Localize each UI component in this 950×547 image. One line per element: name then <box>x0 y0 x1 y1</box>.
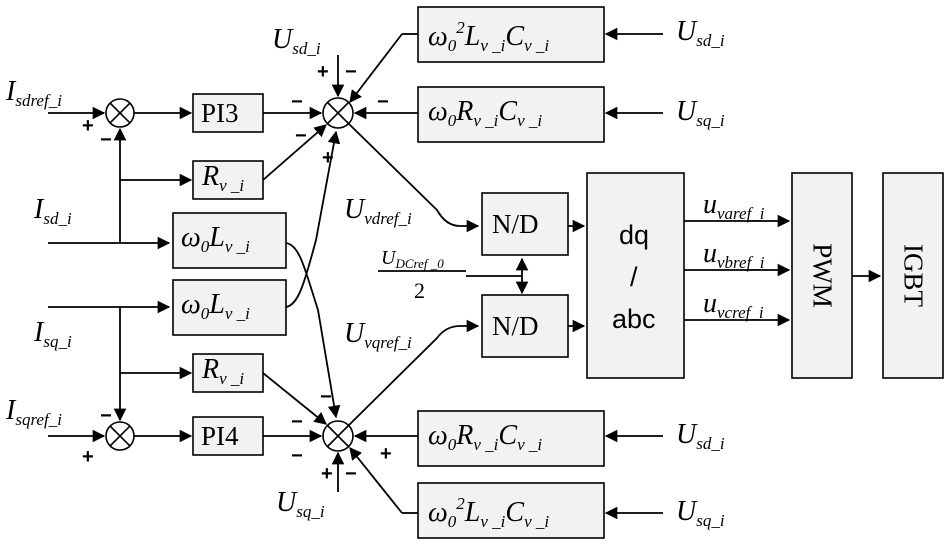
dq-abc-line2: / <box>630 262 638 292</box>
label-uvcref: uvcref_i <box>703 288 764 322</box>
sign-top-minus1: − <box>345 61 357 83</box>
sign-top-plus1: + <box>317 61 329 83</box>
label-usd-right-top: Usd_i <box>676 16 725 50</box>
dq-abc-line3: abc <box>612 304 656 334</box>
pwm-label: PWM <box>807 243 838 308</box>
label-uvqref: Uvqref_i <box>344 318 412 352</box>
block-pwm <box>791 172 853 379</box>
nd-bottom-label: N/D <box>492 311 539 341</box>
block-dq-abc <box>586 172 685 379</box>
block-w0sq-lc-bottom <box>417 482 605 539</box>
sign-bottom-minus3: − <box>291 445 303 467</box>
label-isqref: Isqref_i <box>6 395 62 429</box>
label-uvaref: uvaref_i <box>703 189 765 223</box>
w0lv-bottom-label: ω0Lv _i <box>181 289 250 323</box>
dq-abc-line1: dq <box>619 220 650 250</box>
block-pi3 <box>192 93 264 133</box>
block-w0rc-top <box>417 86 605 143</box>
igbt-label: IGBT <box>898 244 929 307</box>
label-udc-den: 2 <box>414 278 425 303</box>
w0sq-lc-bottom-label: ω02Lv _iCv _i <box>428 494 550 531</box>
block-igbt <box>882 172 944 379</box>
sign-top-minus3: − <box>377 91 389 113</box>
sign-bottom-minus4: − <box>345 463 357 485</box>
nd-top-label: N/D <box>492 209 539 239</box>
block-w0sq-lc-top <box>417 6 605 63</box>
sign-bottom-plus2: + <box>321 463 333 485</box>
label-usq-right-top: Usq_i <box>676 96 725 130</box>
rv-bottom-label: Rv _i <box>202 354 245 388</box>
sign-top-plus2: + <box>322 147 334 169</box>
block-nd-top <box>481 192 569 256</box>
block-rv-top <box>192 160 264 200</box>
sign-bottom-minus1: − <box>320 386 332 408</box>
block-pi4 <box>192 416 264 456</box>
sign-top-minus2: − <box>291 91 303 113</box>
label-usd-top: Usd_i <box>272 24 321 58</box>
label-usq-bottom: Usq_i <box>276 487 325 521</box>
label-isdref: Isdref_i <box>6 76 62 110</box>
block-w0lv-top <box>172 212 287 269</box>
label-uvdref: Uvdref_i <box>344 194 412 228</box>
label-usq-right-bottom: Usq_i <box>676 496 725 530</box>
sign-bottom-minus2: − <box>291 411 303 433</box>
sign-sum2-plus: + <box>82 446 94 468</box>
label-isd: Isd_i <box>34 194 72 228</box>
sign-sum1-plus: + <box>82 115 94 137</box>
sign-bottom-plus1: + <box>380 443 392 465</box>
block-rv-bottom <box>192 353 264 393</box>
block-w0rc-bottom <box>417 410 605 467</box>
sum-junction-bottom <box>322 420 354 452</box>
sum-junction-top <box>322 97 354 129</box>
pi3-label: PI3 <box>201 98 239 128</box>
label-uvbref: uvbref_i <box>703 238 765 272</box>
rv-top-label: Rv _i <box>202 161 245 195</box>
w0sq-lc-top-label: ω02Lv _iCv _i <box>428 18 550 55</box>
label-isq: Isq_i <box>34 317 72 351</box>
block-w0lv-bottom <box>172 279 287 336</box>
w0lv-top-label: ω0Lv _i <box>181 222 250 256</box>
sign-sum2-minus: − <box>100 405 112 427</box>
label-usd-right-bottom: Usd_i <box>676 419 725 453</box>
pi4-label: PI4 <box>201 421 239 451</box>
sum-junction-1 <box>105 98 135 128</box>
w0rc-bottom-label: ω0Rv _iCv _i <box>428 420 543 454</box>
label-udc-num: UDCref _0 <box>381 247 444 271</box>
sign-sum1-minus: − <box>100 129 112 151</box>
block-nd-bottom <box>481 294 569 358</box>
w0rc-top-label: ω0Rv _iCv _i <box>428 96 543 130</box>
sign-top-minus4: − <box>295 125 307 147</box>
